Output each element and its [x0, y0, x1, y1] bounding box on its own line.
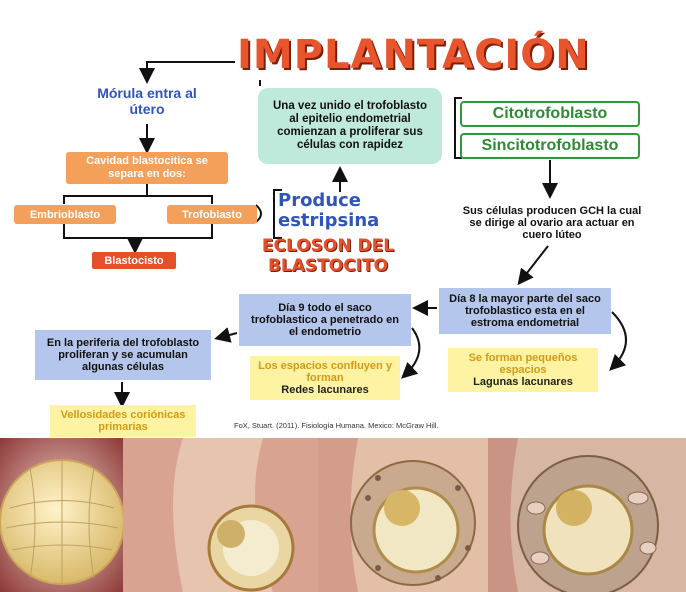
gch-text: Sus células producen GCH la cual se diri… — [462, 205, 642, 241]
sincitotrofoblasto-box: Sincitotrofoblasto — [460, 133, 640, 159]
illustration-lacunae — [488, 438, 686, 592]
illustration-attachment — [123, 438, 318, 592]
illustration-morula — [0, 438, 123, 592]
dia9-box: Día 9 todo el saco trofoblastico a penet… — [239, 294, 411, 346]
citation: FoX, Stuart. (2011). Fisiología Humana. … — [234, 421, 439, 430]
citotrofoblasto-box: Citotrofoblasto — [460, 101, 640, 127]
illustration-invasion — [318, 438, 488, 592]
lagunas-intro: Se forman pequeños espacios — [468, 352, 578, 376]
eclosion-label: ECLOSON DEL BLASTOCITO — [261, 236, 395, 276]
morula-label: Mórula entra al útero — [97, 85, 197, 117]
produce-label: Produce estripsina — [278, 190, 380, 231]
trofoblasto-box: Trofoblasto — [167, 205, 257, 224]
lagunas-term: Lagunas lacunares — [473, 376, 573, 388]
lagunas-box: Se forman pequeños espacios Lagunas lacu… — [448, 348, 598, 392]
vellosidades-text: Vellosidades coriónicas primarias — [60, 409, 186, 433]
dia8-box: Día 8 la mayor parte del saco trofoblast… — [439, 288, 611, 334]
espacios-term: Redes lacunares — [281, 384, 369, 396]
periferia-box: En la periferia del trofoblasto prolifer… — [35, 330, 211, 380]
blastocisto-box: Blastocisto — [92, 252, 176, 269]
espacios-box: Los espacios confluyen y forman Redes la… — [250, 356, 400, 400]
vellosidades-box: Vellosidades coriónicas primarias — [50, 405, 196, 437]
cavidad-box: Cavidad blastocitica se separa en dos: — [66, 152, 228, 184]
trofoblasto-unido-box: Una vez unido el trofoblasto al epitelio… — [258, 88, 442, 164]
embrioblasto-box: Embrioblasto — [14, 205, 116, 224]
page-title: IMPLANTACIÓN — [237, 32, 590, 78]
espacios-intro: Los espacios confluyen y forman — [258, 360, 392, 384]
